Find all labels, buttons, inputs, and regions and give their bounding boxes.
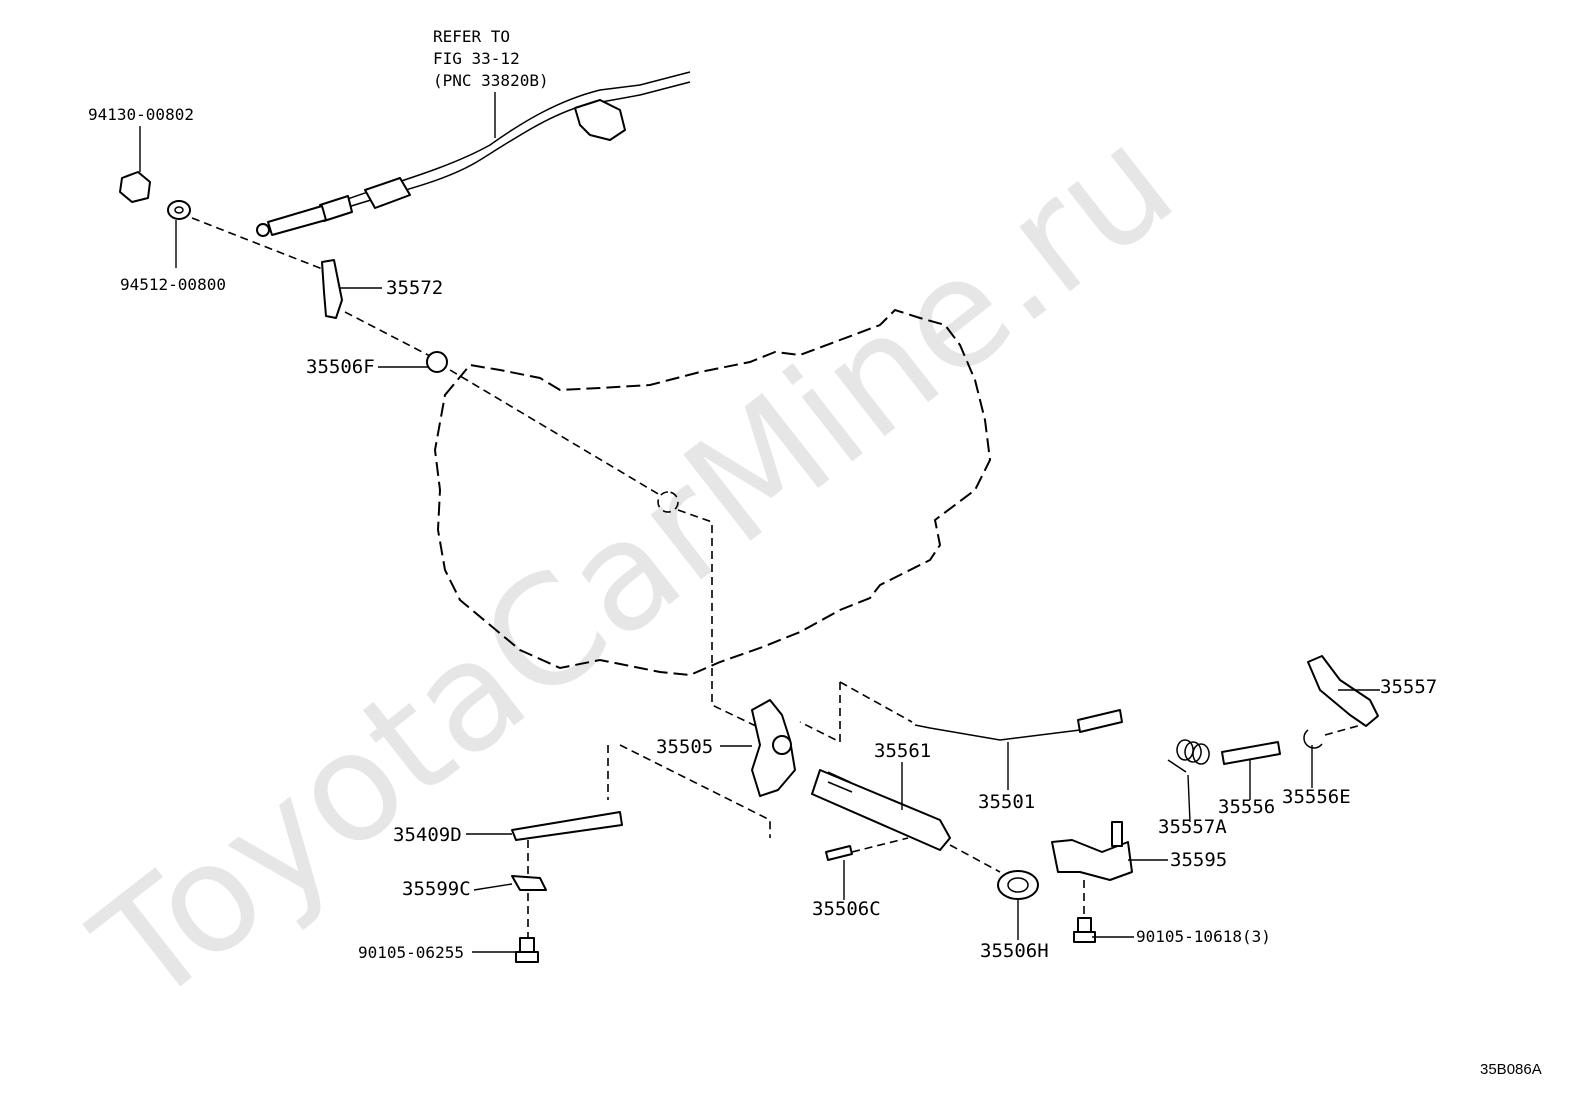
label-90105-06255: 90105-06255 [358, 943, 464, 962]
dash-case-down [677, 509, 761, 729]
cable-threaded-end [267, 205, 327, 236]
seal-part [426, 351, 448, 373]
label-35599C: 35599C [402, 878, 471, 900]
label-35506F: 35506F [306, 356, 375, 378]
lever-part [321, 259, 343, 319]
bracket-part [1051, 839, 1133, 881]
label-35409D: 35409D [393, 824, 462, 846]
bolt-head [515, 951, 539, 963]
shaft-part [811, 769, 951, 851]
label-35595: 35595 [1170, 849, 1227, 871]
dash-lever-arm [799, 682, 841, 744]
e-ring-part [1303, 729, 1323, 749]
label-35506C: 35506C [812, 898, 881, 920]
dash-rod [839, 681, 913, 723]
dash-washer-lever [191, 217, 331, 273]
pin-556-part [1221, 741, 1281, 765]
figure-code: 35B086A [1480, 1061, 1542, 1078]
dash-shaft-seal [949, 844, 1001, 873]
watermark: ToyotaCarMine.ru [64, 94, 1205, 1038]
label-35501: 35501 [978, 791, 1035, 813]
dash-lever-seal [344, 311, 431, 357]
bracket-stud [1111, 821, 1123, 847]
note-line-3: (PNC 33820B) [433, 71, 549, 90]
torsion-spring-part [1167, 739, 1210, 773]
note-line-2: FIG 33-12 [433, 49, 520, 68]
nut-part [119, 171, 151, 203]
leader-35557A [1187, 774, 1191, 823]
detent-arm-part [1307, 655, 1379, 727]
label-35505: 35505 [656, 736, 713, 758]
label-35506H: 35506H [980, 940, 1049, 962]
transmission-case-outline [433, 308, 992, 677]
label-35561: 35561 [874, 740, 931, 762]
label-35557A: 35557A [1158, 816, 1227, 838]
case-opening [657, 491, 679, 513]
dash-pin-shaft [851, 837, 909, 853]
leader-35599C [473, 883, 513, 891]
seal-h-hole [1007, 877, 1029, 893]
pin-part [825, 845, 853, 861]
valve-lever-boss [772, 735, 792, 755]
label-35556: 35556 [1218, 796, 1275, 818]
bolt-2-head [1073, 931, 1096, 943]
label-94512-00800: 94512-00800 [120, 275, 226, 294]
label-94130-00802: 94130-00802 [88, 105, 194, 124]
spring-part [511, 875, 547, 891]
dash-seal-case [449, 369, 661, 496]
washer-part [167, 200, 191, 220]
label-35557: 35557 [1380, 676, 1437, 698]
washer-hole [174, 206, 184, 214]
cable-bracket [574, 99, 626, 141]
cable-boot [364, 177, 411, 209]
label-90105-10618: 90105-10618(3) [1136, 927, 1271, 946]
note-line-1: REFER TO [433, 27, 510, 46]
dash-plate-link [607, 744, 771, 838]
plate-part [511, 811, 623, 841]
rod-end [1077, 709, 1123, 733]
cable-eye [256, 223, 270, 237]
label-35556E: 35556E [1282, 786, 1351, 808]
shaft-splines [827, 771, 853, 793]
label-35572: 35572 [386, 277, 443, 299]
seal-h-part [997, 870, 1039, 900]
